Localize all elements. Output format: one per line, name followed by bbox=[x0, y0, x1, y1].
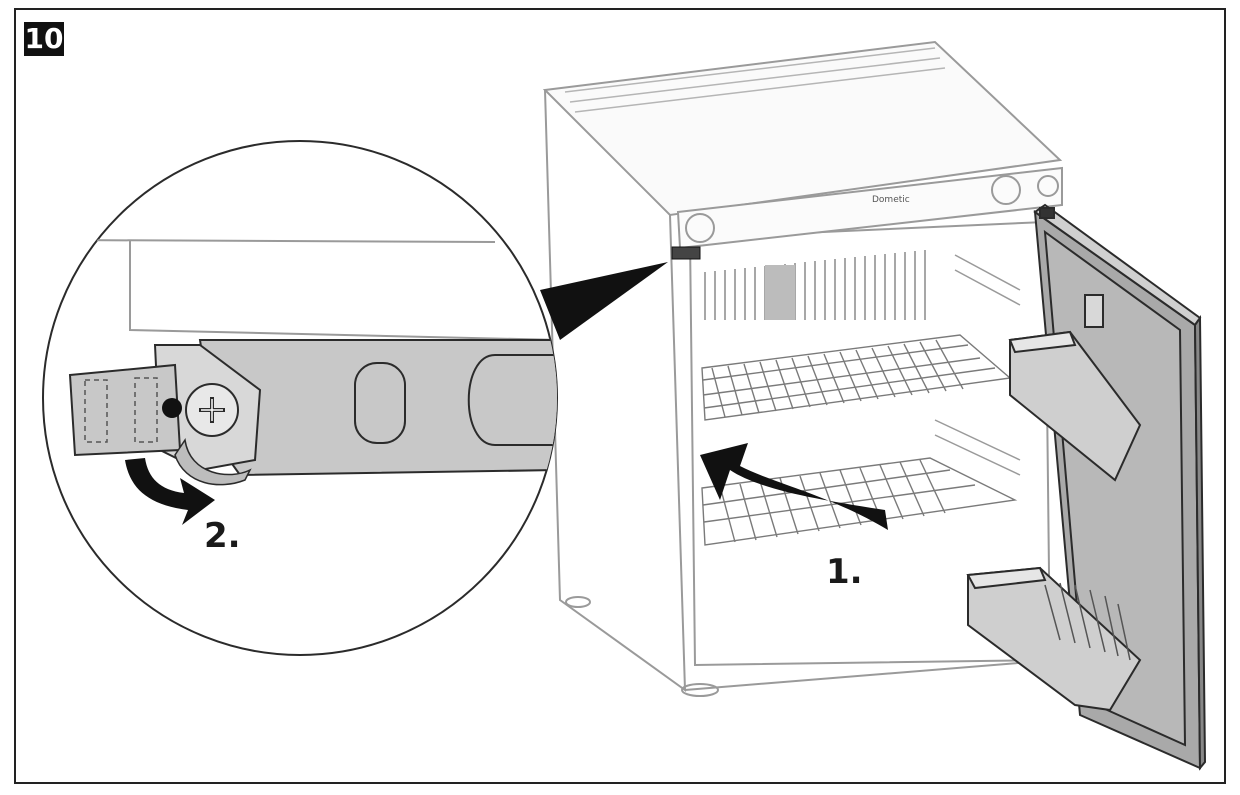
bracket-slot bbox=[354, 362, 406, 444]
wire-shelf-upper bbox=[701, 334, 1012, 421]
step1-label: 1. bbox=[826, 552, 863, 592]
brand-logo: Dometic bbox=[872, 195, 910, 205]
interior-rails bbox=[934, 254, 1021, 476]
top-vent-grille bbox=[564, 47, 946, 113]
freezer-fins bbox=[704, 250, 926, 320]
step1-arrow bbox=[700, 443, 888, 530]
bracket-slot-right bbox=[467, 354, 557, 446]
hinge-small bbox=[671, 246, 701, 260]
figure-number-badge: 10 bbox=[24, 22, 64, 56]
step2-arrow bbox=[125, 458, 215, 525]
fridge-door bbox=[966, 203, 1207, 771]
figure-frame bbox=[14, 8, 1226, 784]
marker-dot bbox=[162, 398, 182, 418]
step2-label: 2. bbox=[204, 516, 241, 556]
detail-magnifier bbox=[42, 140, 558, 656]
callout-pointer bbox=[540, 262, 668, 340]
fridge-cabinet bbox=[542, 40, 1063, 697]
